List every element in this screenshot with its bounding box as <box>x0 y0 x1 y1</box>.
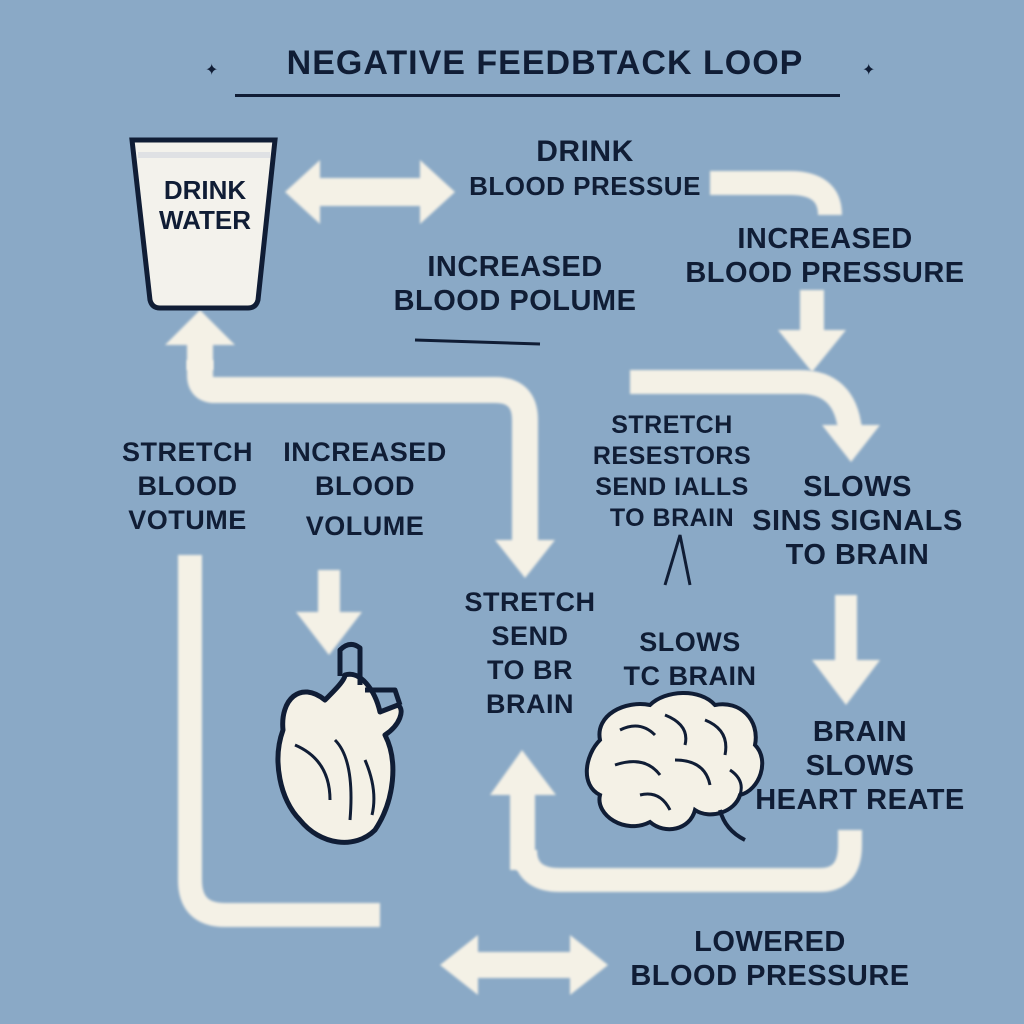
arrow-down-to-stretch-send <box>495 540 555 578</box>
heart-icon <box>275 642 404 845</box>
curve-mid-right <box>630 370 862 432</box>
loop-under-brain <box>513 830 862 892</box>
label-line: SLOWS <box>639 627 741 657</box>
label-slows-to-brain: SLOWS TC BRAIN <box>600 625 780 693</box>
label-line: BRAIN <box>486 689 574 719</box>
label-line: SEND IALLS <box>595 473 749 501</box>
title-underline <box>235 94 840 97</box>
label-line: INCREASED <box>427 251 603 283</box>
label-line: SINS SIGNALS <box>752 505 963 537</box>
glass-label: DRINK WATER <box>140 175 270 235</box>
label-line: TC BRAIN <box>623 661 757 691</box>
loop-left-bottom <box>178 555 380 927</box>
glass-label-line: WATER <box>159 205 251 235</box>
label-lowered-bp: LOWERED BLOOD PRESSURE <box>610 925 930 993</box>
label-line: STRETCH <box>122 437 253 467</box>
label-increased-blood-polume: INCREASED BLOOD POLUME <box>365 250 665 318</box>
label-line: HEART REATE <box>755 784 965 816</box>
label-line: VOTUME <box>128 505 247 535</box>
label-line: INCREASED <box>283 437 447 467</box>
label-line: VOLUME <box>305 511 425 541</box>
label-brain-slows-heart-rate: BRAIN SLOWS HEART REATE <box>745 715 975 817</box>
dash-mark <box>414 338 541 346</box>
double-arrow-bottom <box>440 935 608 995</box>
spike-mark <box>663 534 692 586</box>
label-line: TO BR <box>486 655 573 685</box>
label-increased-blood-volume: INCREASED BLOOD VOLUME <box>265 435 465 543</box>
sparkle-icon: ✦ <box>205 62 219 79</box>
label-line: STRETCH <box>611 411 733 439</box>
label-stretch-resestors: STRETCH RESESTORS SEND IALLS TO BRAIN <box>582 410 762 534</box>
double-arrow-top <box>285 160 455 224</box>
label-slows-sins-signals: SLOWS SINS SIGNALS TO BRAIN <box>745 470 970 572</box>
arrow-down-to-slows <box>822 425 880 462</box>
diagram-title: NEGATIVE FEEDBTACK LOOP <box>286 44 804 82</box>
label-line: LOWERED <box>694 926 846 958</box>
label-line: STRETCH <box>464 587 596 617</box>
label-line: SLOWS <box>805 750 915 782</box>
label-line: SLOWS <box>803 471 912 503</box>
label-line: DRINK <box>536 135 634 168</box>
label-line: BLOOD <box>315 471 415 501</box>
arrow-down-to-heart <box>296 570 362 655</box>
curve-top-right <box>710 171 842 216</box>
label-drink-bp: DRINK BLOOD PRESSUE <box>450 135 720 203</box>
label-increased-bp: INCREASED BLOOD PRESSURE <box>675 222 975 290</box>
arrow-up-left-of-brain <box>490 750 556 870</box>
label-line: SEND <box>491 621 569 651</box>
label-line: BLOOD PRESSURE <box>685 257 965 289</box>
label-line: TO BRAIN <box>609 504 735 532</box>
label-line: BRAIN <box>812 716 908 748</box>
water-glass-icon <box>129 137 278 311</box>
label-line: BLOOD PRESSURE <box>630 960 910 992</box>
brain-icon <box>584 691 765 842</box>
arrow-down-right-side <box>812 595 880 705</box>
label-line: RESESTORS <box>592 442 752 470</box>
label-line: BLOOD <box>137 471 238 501</box>
glass-label-line: DRINK <box>163 175 247 205</box>
loop-glass-to-stretch <box>187 360 538 545</box>
sparkle-icon: ✦ <box>862 62 876 79</box>
label-stretch-blood-votume: STRETCH BLOOD VOTUME <box>110 435 265 537</box>
arrow-down-right-top <box>778 290 846 372</box>
label-line: BLOOD PRESSUE <box>469 171 701 201</box>
arrow-up-to-glass <box>165 310 235 370</box>
label-line: BLOOD POLUME <box>393 285 637 317</box>
label-line: INCREASED <box>737 223 913 255</box>
label-line: TO BRAIN <box>785 539 930 571</box>
label-stretch-send: STRETCH SEND TO BR BRAIN <box>445 585 615 721</box>
